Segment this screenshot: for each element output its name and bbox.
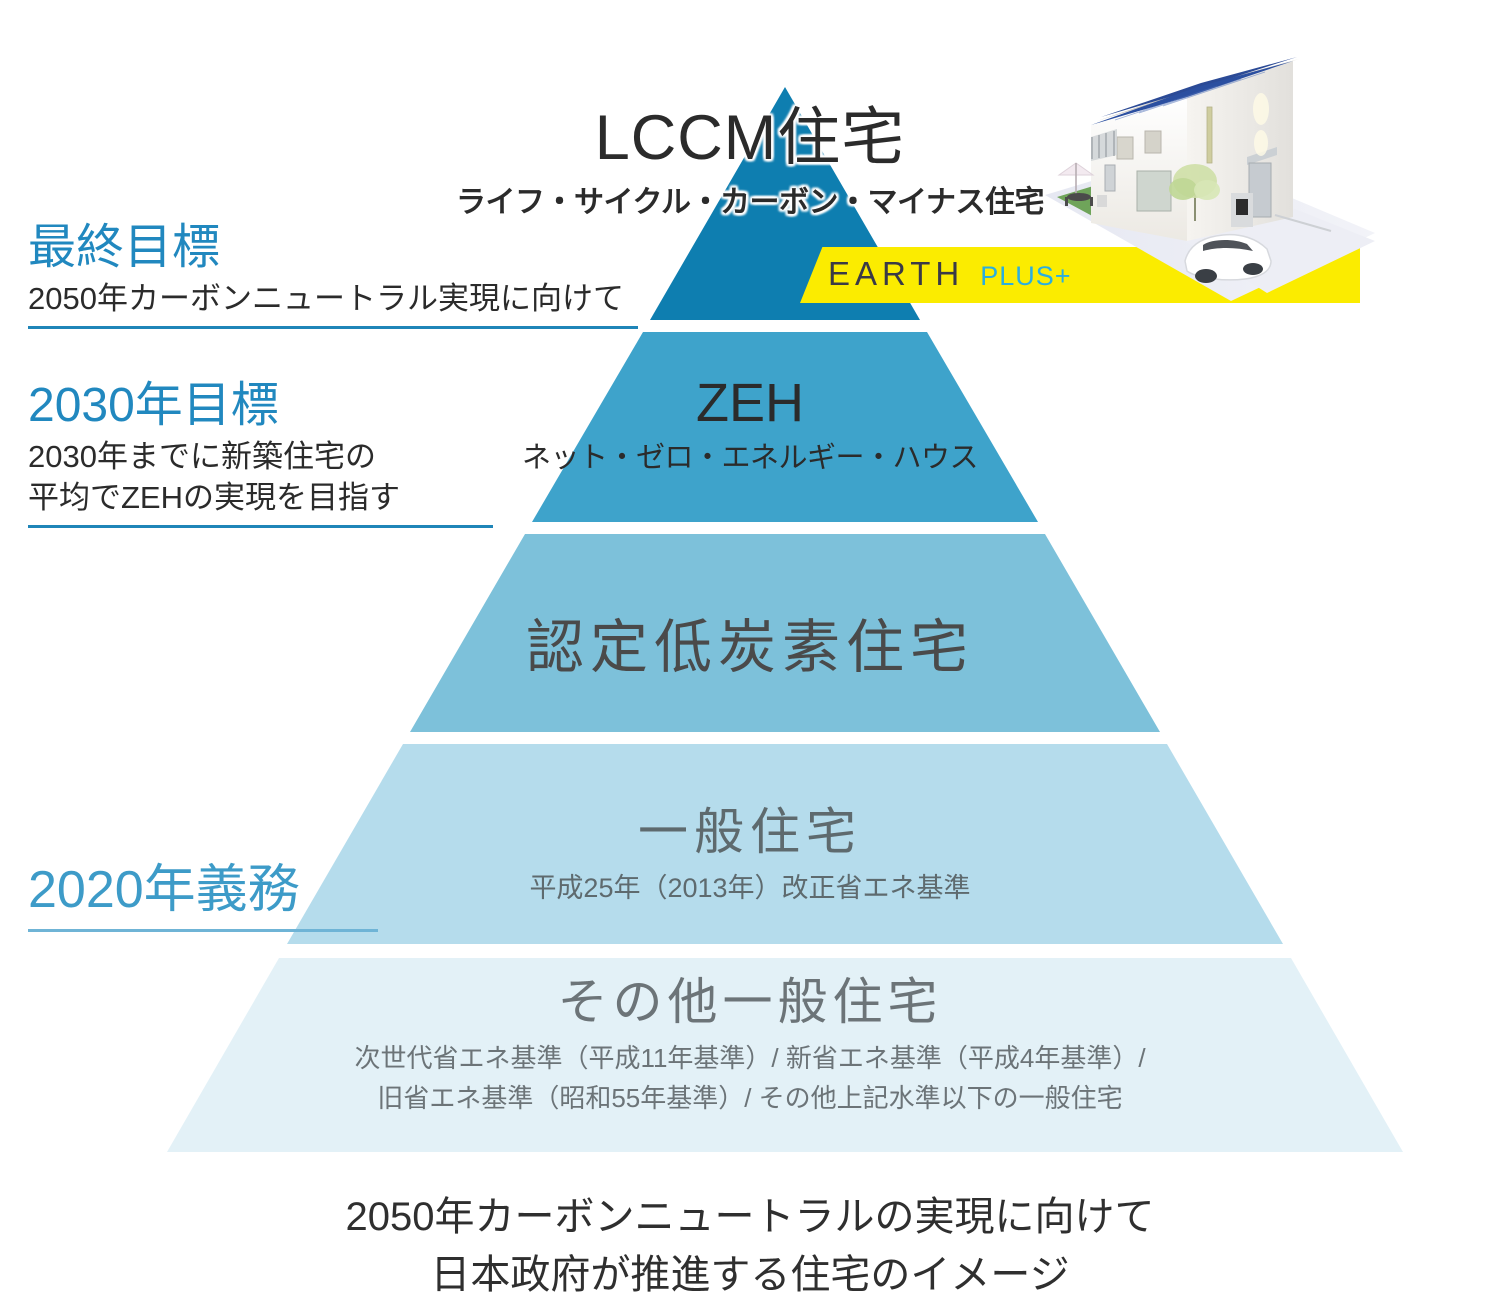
car-wheel-front	[1195, 269, 1217, 283]
house-photo	[1035, 45, 1375, 307]
solar-roof-slab	[1091, 61, 1293, 125]
balcony	[1091, 129, 1117, 161]
caption-line-1: 2050年カーボンニュートラルの実現に向けて	[345, 1195, 1155, 1239]
caption-line-2: 日本政府が推進する住宅のイメージ	[430, 1253, 1070, 1297]
window-upper-mid	[1144, 130, 1162, 154]
solar-panel-lines	[1114, 71, 1266, 121]
house-illustration-svg	[1045, 57, 1375, 301]
left-label-final-goal: 最終目標 2050年カーボンニュートラル実現に向けて	[28, 221, 638, 329]
pyramid-tier-certified-low-carbon	[410, 534, 1160, 732]
pyramid-tier-general-house	[287, 744, 1283, 944]
goal-2030-description-line-2: 平均でZEHの実現を目指す	[28, 479, 400, 515]
figure-caption: 2050年カーボンニュートラルの実現に向けて 日本政府が推進する住宅のイメージ	[0, 1188, 1500, 1304]
window-upper-left	[1116, 136, 1134, 160]
mailbox-slot	[1236, 199, 1248, 215]
window-slim-right	[1206, 106, 1213, 164]
obligation-2020-title: 2020年義務	[28, 861, 300, 919]
badge-suffix-text: PLUS+	[980, 261, 1072, 291]
goal-2030-description-line-1: 2030年までに新築住宅の	[28, 438, 376, 474]
patio-umbrella	[1057, 162, 1095, 197]
left-label-obligation-2020: 2020年義務	[28, 861, 378, 933]
patio-furniture	[1065, 193, 1107, 207]
pyramid-tier-zeh	[532, 332, 1038, 522]
badge-text: EARTH PLUS+	[828, 255, 1072, 293]
car-wheel-rear	[1243, 263, 1263, 275]
fence	[1274, 214, 1332, 232]
window-ground-slim	[1104, 164, 1116, 192]
obligation-2020-underline	[28, 929, 378, 933]
wall-light-glow	[1253, 93, 1269, 156]
goal-2030-underline	[28, 524, 493, 528]
entry-porch-roof	[1247, 147, 1277, 165]
window-ground-sliding	[1136, 170, 1172, 212]
pyramid-tier-other-general-house	[167, 958, 1403, 1152]
electric-car	[1184, 233, 1272, 283]
left-label-goal-2030: 2030年目標 2030年までに新築住宅の 平均でZEHの実現を目指す	[28, 379, 493, 528]
final-goal-title: 最終目標	[28, 221, 221, 274]
garden-tree	[1169, 164, 1220, 221]
goal-2030-description: 2030年までに新築住宅の 平均でZEHの実現を目指す	[28, 437, 493, 519]
badge-brand-text: EARTH	[828, 255, 965, 292]
final-goal-underline	[28, 325, 638, 329]
entry-door	[1248, 162, 1272, 218]
goal-2030-title: 2030年目標	[28, 379, 279, 432]
final-goal-description: 2050年カーボンニュートラル実現に向けて	[28, 280, 624, 316]
